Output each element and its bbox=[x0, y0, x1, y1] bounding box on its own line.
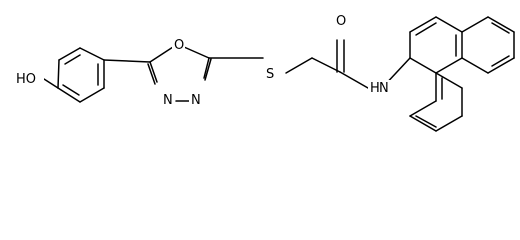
bond bbox=[487, 16, 515, 33]
bond bbox=[79, 87, 105, 103]
atom-labels: HO O N N S O H N bbox=[12, 12, 392, 108]
bond bbox=[57, 87, 81, 103]
bond bbox=[204, 58, 212, 81]
bond bbox=[147, 63, 156, 85]
label-mask bbox=[12, 70, 44, 86]
bond bbox=[79, 47, 105, 61]
bond bbox=[487, 57, 515, 74]
bond bbox=[491, 55, 510, 67]
sulfur-label: S bbox=[266, 67, 274, 82]
bond bbox=[339, 71, 369, 89]
bond bbox=[461, 16, 489, 33]
bond bbox=[409, 115, 437, 132]
bond bbox=[461, 57, 489, 74]
bond bbox=[409, 57, 437, 74]
amide-hydrogen-label: H bbox=[370, 81, 380, 96]
label-mask bbox=[189, 92, 203, 108]
bond bbox=[62, 84, 80, 96]
bond bbox=[285, 57, 313, 74]
oxadiazole-ring bbox=[147, 46, 212, 102]
bond bbox=[435, 115, 463, 132]
bond bbox=[64, 54, 81, 65]
bond bbox=[183, 46, 210, 59]
bond bbox=[415, 22, 437, 36]
label-mask bbox=[161, 92, 175, 108]
bond bbox=[311, 57, 341, 73]
bond bbox=[149, 46, 174, 63]
bond bbox=[435, 57, 463, 74]
bond bbox=[57, 59, 60, 89]
amide-nitrogen-label: N bbox=[379, 81, 389, 96]
bond bbox=[435, 72, 463, 89]
bond bbox=[435, 16, 463, 33]
label-mask bbox=[172, 37, 185, 53]
phenol-ring bbox=[57, 47, 105, 103]
ring-nitrogen-left-label: N bbox=[163, 93, 173, 108]
bond bbox=[149, 61, 158, 83]
label-mask bbox=[368, 80, 392, 96]
ring-oxygen-label: O bbox=[174, 38, 184, 53]
label-mask bbox=[333, 12, 346, 28]
bond bbox=[491, 22, 510, 34]
label-mask bbox=[263, 66, 276, 82]
carbonyl-oxygen-label: O bbox=[336, 14, 346, 29]
bond bbox=[415, 115, 437, 128]
hydroxyl-label: HO bbox=[16, 72, 36, 87]
ring-nitrogen-right-label: N bbox=[191, 93, 201, 108]
bond bbox=[409, 16, 437, 33]
molecule-structure: HO O N N S O H N bbox=[12, 12, 515, 132]
naphthalene bbox=[409, 16, 515, 132]
bond bbox=[203, 57, 210, 79]
bond bbox=[58, 47, 81, 61]
bond bbox=[103, 59, 151, 63]
bond bbox=[409, 100, 437, 117]
bond bbox=[43, 78, 59, 89]
